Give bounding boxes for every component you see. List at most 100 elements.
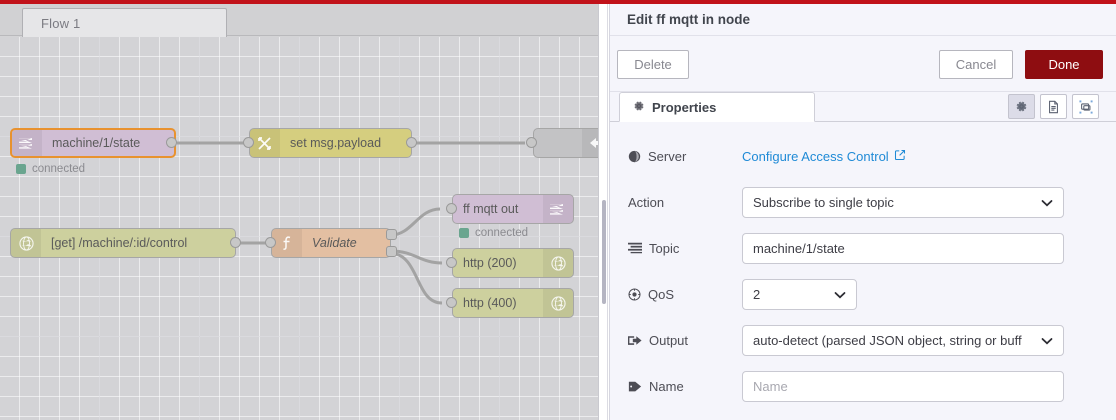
node-properties-form: Server Configure Access Control Action bbox=[610, 122, 1116, 420]
panel-title: Edit ff mqtt in node bbox=[610, 4, 1116, 36]
chevron-down-icon bbox=[1041, 195, 1053, 210]
port-change-out[interactable] bbox=[406, 137, 417, 148]
output-select[interactable]: auto-detect (parsed JSON object, string … bbox=[742, 324, 1064, 356]
node-status-label: connected bbox=[475, 227, 529, 239]
flow-node-function[interactable]: Validate bbox=[271, 228, 391, 258]
form-row-server: Server Configure Access Control bbox=[628, 133, 1099, 179]
flow-node-mqtt-out[interactable]: ff mqtt out bbox=[452, 194, 574, 224]
flow-canvas[interactable]: machine/1/state connected set msg.payloa… bbox=[0, 37, 598, 420]
port-function-in[interactable] bbox=[265, 237, 276, 248]
node-status-mqtt-out: connected bbox=[459, 227, 528, 239]
globe-icon bbox=[543, 289, 573, 317]
appearance-button[interactable] bbox=[1072, 94, 1099, 119]
output-select-value: auto-detect (parsed JSON object, string … bbox=[753, 332, 1022, 348]
panel-tabs-row: Properties bbox=[610, 92, 1116, 122]
port-change-in[interactable] bbox=[243, 137, 254, 148]
cancel-button[interactable]: Cancel bbox=[939, 50, 1013, 79]
qos-label-group: QoS bbox=[628, 287, 742, 302]
configure-access-control-text: Configure Access Control bbox=[742, 148, 889, 164]
name-label-group: Name bbox=[628, 379, 742, 394]
output-label: Output bbox=[649, 332, 689, 348]
port-http-400-in[interactable] bbox=[446, 297, 457, 308]
output-arrow-icon bbox=[628, 334, 642, 347]
form-row-name: Name Name bbox=[628, 363, 1099, 409]
panel-splitter[interactable] bbox=[598, 4, 608, 420]
properties-gear-button[interactable] bbox=[1008, 94, 1035, 119]
flow-node-change[interactable]: set msg.payload bbox=[249, 128, 412, 158]
flow-node-label: set msg.payload bbox=[290, 136, 382, 150]
description-button[interactable] bbox=[1040, 94, 1067, 119]
qos-select[interactable]: 2 bbox=[742, 278, 857, 310]
configure-access-control-link[interactable]: Configure Access Control bbox=[742, 149, 906, 164]
edit-node-panel: Edit ff mqtt in node Delete Cancel Done … bbox=[609, 4, 1116, 420]
output-label-group: Output bbox=[628, 333, 742, 348]
globe-icon bbox=[11, 229, 41, 257]
mqtt-wave-icon bbox=[543, 195, 573, 223]
function-f-icon bbox=[272, 229, 302, 257]
top-accent-bar bbox=[0, 0, 1116, 4]
node-status-label: connected bbox=[32, 163, 86, 175]
port-http-200-in[interactable] bbox=[446, 257, 457, 268]
wire-function-mqttout bbox=[390, 207, 441, 237]
swap-arrows-icon bbox=[250, 129, 280, 157]
server-label: Server bbox=[648, 148, 687, 164]
name-input-placeholder: Name bbox=[753, 378, 788, 394]
workspace-scrollbar-thumb[interactable] bbox=[602, 200, 606, 304]
port-http-in-out[interactable] bbox=[230, 237, 241, 248]
topic-input-value: machine/1/state bbox=[753, 240, 845, 256]
flow-node-label: machine/1/state bbox=[52, 136, 141, 150]
action-select-value: Subscribe to single topic bbox=[753, 194, 894, 210]
flow-node-debug[interactable] bbox=[533, 128, 598, 158]
form-row-qos: QoS 2 bbox=[628, 271, 1099, 317]
port-debug-in[interactable] bbox=[526, 137, 537, 148]
flow-node-http-200[interactable]: http (200) bbox=[452, 248, 574, 278]
action-label-group: Action bbox=[628, 195, 742, 210]
external-link-icon bbox=[894, 149, 906, 164]
port-mqtt-out-in[interactable] bbox=[446, 203, 457, 214]
action-select[interactable]: Subscribe to single topic bbox=[742, 186, 1064, 218]
tag-icon bbox=[628, 380, 642, 393]
flow-workspace: Flow 1 bbox=[0, 4, 598, 420]
wire-function-http400 bbox=[390, 251, 443, 305]
chevron-down-icon bbox=[1041, 333, 1053, 348]
flow-node-label: http (400) bbox=[463, 296, 517, 310]
flow-tab-label: Flow 1 bbox=[41, 15, 81, 31]
port-mqtt-in-out[interactable] bbox=[166, 137, 177, 148]
panel-tool-buttons bbox=[1008, 94, 1099, 119]
flow-node-label: [get] /machine/:id/control bbox=[51, 236, 188, 250]
panel-action-bar: Delete Cancel Done bbox=[610, 37, 1116, 92]
name-label: Name bbox=[649, 378, 684, 394]
flow-node-label: ff mqtt out bbox=[463, 202, 519, 216]
done-button[interactable]: Done bbox=[1025, 50, 1103, 79]
server-label-group: Server bbox=[628, 149, 742, 164]
port-function-out-2[interactable] bbox=[386, 246, 397, 257]
form-row-topic: Topic machine/1/state bbox=[628, 225, 1099, 271]
mqtt-wave-icon bbox=[12, 130, 42, 156]
name-input[interactable]: Name bbox=[742, 370, 1064, 402]
flow-node-label: Validate bbox=[312, 236, 357, 250]
flow-node-http-in[interactable]: [get] /machine/:id/control bbox=[10, 228, 236, 258]
topic-label: Topic bbox=[649, 240, 680, 256]
flow-node-http-400[interactable]: http (400) bbox=[452, 288, 574, 318]
tab-properties[interactable]: Properties bbox=[619, 92, 815, 122]
qos-select-value: 2 bbox=[753, 286, 761, 302]
debug-arrow-icon bbox=[582, 129, 598, 157]
globe-icon bbox=[543, 249, 573, 277]
list-icon bbox=[628, 242, 642, 254]
flow-tab-bar: Flow 1 bbox=[0, 4, 598, 37]
chevron-down-icon bbox=[834, 287, 846, 302]
globe-icon bbox=[628, 150, 641, 163]
port-function-out-1[interactable] bbox=[386, 229, 397, 240]
tab-properties-label: Properties bbox=[652, 99, 717, 115]
topic-input[interactable]: machine/1/state bbox=[742, 232, 1064, 264]
form-row-action: Action Subscribe to single topic bbox=[628, 179, 1099, 225]
action-label: Action bbox=[628, 194, 665, 210]
flow-node-label: http (200) bbox=[463, 256, 517, 270]
flow-tab-flow-1[interactable]: Flow 1 bbox=[22, 8, 227, 37]
gear-icon bbox=[633, 100, 645, 115]
delete-button[interactable]: Delete bbox=[617, 50, 689, 79]
flow-node-mqtt-in[interactable]: machine/1/state bbox=[10, 128, 176, 158]
node-status-mqtt-in: connected bbox=[16, 163, 85, 175]
topic-label-group: Topic bbox=[628, 241, 742, 256]
